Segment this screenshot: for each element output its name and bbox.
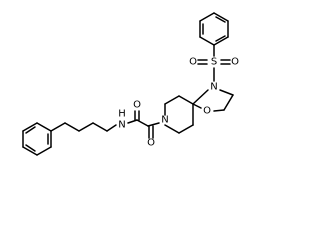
bond-chain-1 — [106, 124, 117, 132]
bond-ch2-o — [213, 109, 225, 112]
atom-o-oxazolidine: O — [203, 106, 211, 117]
bond-pip-4 — [164, 124, 180, 134]
bond-ph1-inner-2 — [215, 35, 226, 42]
atom-o-sulfonyl-right: O — [231, 57, 239, 68]
bond-ph2-inner-2 — [25, 144, 36, 152]
bond-c1-c2 — [136, 119, 149, 127]
atom-o-amide: O — [133, 100, 141, 111]
bond-ph1-2 — [213, 12, 229, 22]
bond-ph2-4 — [22, 146, 38, 156]
atom-o-keto: O — [147, 138, 155, 149]
bond-pip-5 — [178, 124, 194, 134]
chemical-structure: S O O N O N O O N H — [22, 12, 239, 156]
atom-o-sulfonyl-left: O — [189, 57, 197, 68]
atom-n-piperidine: N — [161, 115, 168, 126]
bond-ph1-5 — [199, 36, 215, 46]
bond-o-spiro — [192, 103, 202, 109]
bond-ph1-1 — [199, 12, 215, 22]
bond-ph1-4 — [213, 36, 229, 46]
bond-ch2-ch2 — [223, 94, 234, 111]
bond-ph1-inner-1 — [215, 16, 226, 23]
atom-n-amide: N — [118, 120, 125, 131]
bond-ph2-1 — [50, 122, 66, 132]
bond-npip-c1 — [147, 122, 160, 127]
bond-ph2-6 — [22, 122, 38, 132]
bond-ph2-3 — [36, 146, 52, 156]
bonds — [22, 12, 234, 156]
atom-h-amide: H — [118, 109, 126, 120]
bond-n-ch2 — [219, 89, 234, 96]
bond-ph2-7 — [36, 122, 52, 132]
bond-c2-nh — [127, 119, 138, 124]
atom-labels: S O O N O N O O N H — [118, 57, 239, 149]
bond-ph2-inner-3 — [25, 126, 36, 134]
bond-pip-2 — [164, 95, 180, 105]
bond-chain-3 — [78, 122, 94, 132]
bond-pip-1 — [178, 95, 194, 105]
atom-n-sulfonyl: N — [210, 82, 217, 93]
bond-chain-4 — [64, 122, 80, 132]
bond-chain-2 — [92, 122, 108, 132]
bond-n-spiro — [192, 89, 209, 105]
atom-s: S — [211, 57, 217, 68]
